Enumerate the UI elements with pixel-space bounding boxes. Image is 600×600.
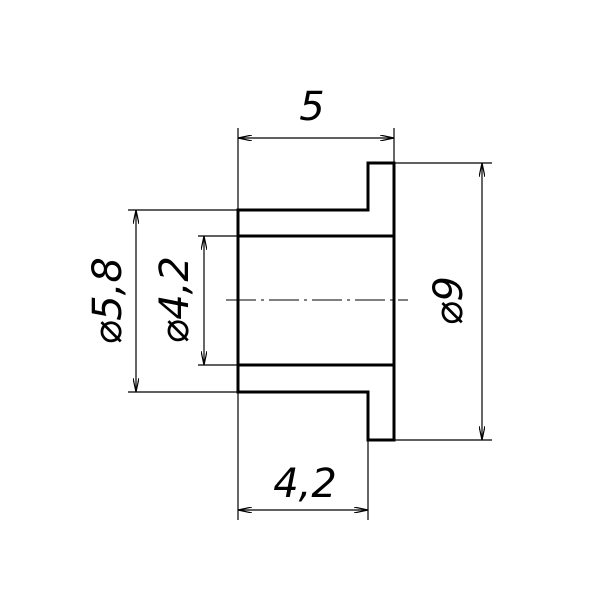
inner-diameter-label: ⌀4,2: [152, 256, 198, 344]
outer-diameter-value: 5,8: [85, 257, 131, 321]
diameter-symbol: ⌀: [426, 302, 472, 326]
flange-diameter-value: 9: [426, 276, 472, 301]
diameter-symbol: ⌀: [152, 320, 198, 344]
dimension-flange-diameter: ⌀9: [394, 162, 492, 441]
diameter-symbol: ⌀: [85, 321, 131, 345]
dimension-overall-length: 5: [237, 84, 395, 210]
dimension-outer-diameter: ⌀5,8: [85, 209, 238, 393]
dimension-inner-diameter: ⌀4,2: [152, 235, 238, 366]
flange-diameter-label: ⌀9: [426, 276, 472, 326]
dimension-sleeve-length: 4,2: [237, 392, 369, 520]
inner-diameter-value: 4,2: [152, 256, 198, 320]
lower-wall-section: [236, 363, 396, 442]
overall-length-label: 5: [299, 84, 324, 130]
outer-diameter-label: ⌀5,8: [85, 257, 131, 345]
sleeve-length-label: 4,2: [273, 461, 337, 507]
upper-wall-section: [236, 161, 396, 238]
